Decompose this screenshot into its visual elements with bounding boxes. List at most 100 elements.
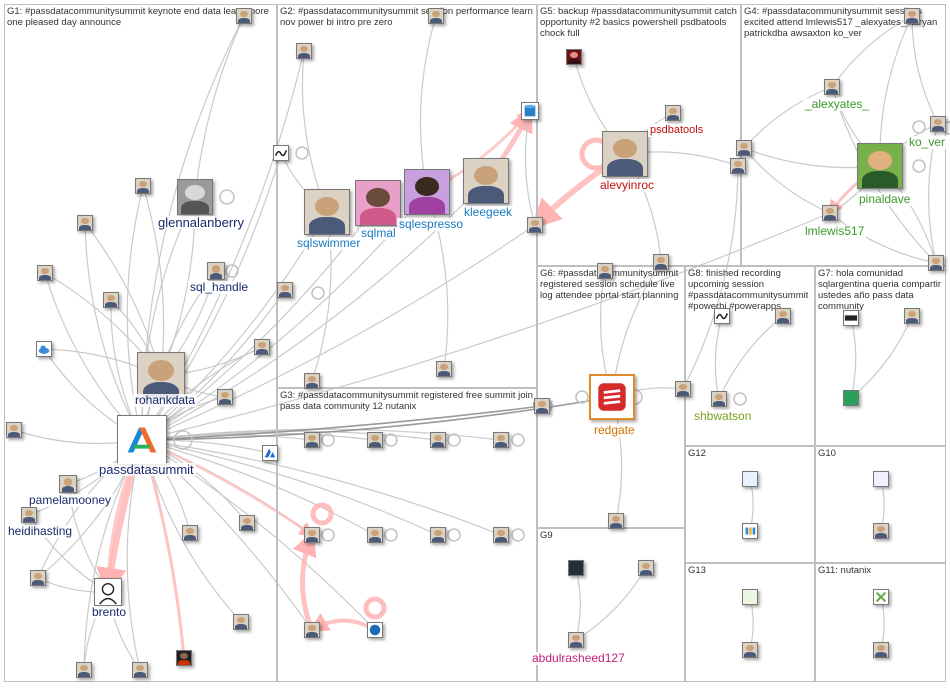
self-loop [448,529,460,541]
node-label-glennalanberry: glennalanberry [156,216,246,229]
avatar-face [371,530,379,536]
avatar-face [186,528,194,534]
avatar-face [415,177,440,197]
avatar-face [868,151,893,171]
avatar-n-g10b [873,523,889,539]
avatar-face [221,392,229,398]
avatar-body [495,442,506,448]
avatar-lmlewis517 [822,205,838,221]
avatar-body [137,188,148,194]
avatar-n-g13b [742,642,758,658]
node-label-rohankdata: rohankdata [133,394,197,407]
avatar-n-g1a [135,178,151,194]
avatar-face [148,360,174,381]
avatar-alevyinroc [602,131,648,177]
self-loop [220,190,234,204]
node-label-sqlmal: sqlmal [359,227,398,240]
avatar-n-g1c [37,265,53,281]
avatar-body [409,197,444,215]
avatar-n-g2d [428,8,444,24]
group-title-g3: G3: #passdatacommunitysummit registered … [280,390,538,412]
node-label-abdulrasheed127: abdulrasheed127 [530,652,627,665]
avatar-body [570,642,581,648]
avatar-n-g3c [430,432,446,448]
avatar-body [677,391,688,397]
edge [303,535,313,630]
avatar-body [536,408,547,414]
avatar-face [139,181,147,187]
avatar-n-g2a [296,43,312,59]
avatar-body [105,302,116,308]
squiggle-logo-icon [715,309,729,323]
avatar-pinaldave [857,143,903,189]
avatar-face [308,376,316,382]
avatar-body [738,150,749,156]
avatar-body [219,399,230,405]
avatar-body [438,371,449,377]
avatar-n-g5b [527,217,543,233]
avatar-face [366,188,391,208]
avatar-n-g6c [608,513,624,529]
avatar-face [180,653,188,659]
group-title-g8: G8: finished recording upcoming session … [688,268,814,312]
node-label-psdbatools: psdbatools [648,124,705,137]
avatar-face [10,425,18,431]
avatar-face [877,526,885,532]
node-label-lmlewis517: lmlewis517 [803,225,866,238]
avatar-body [906,318,917,324]
avatar-body [655,264,666,270]
edge [302,51,327,212]
avatar-body [32,580,43,586]
avatar-psdbatools [665,105,681,121]
avatar-n-g1m [76,662,92,678]
avatar-n-g1h [6,422,22,438]
node-label-alexyates: _alexyates_ [803,98,871,111]
aws-logo-icon [568,560,584,576]
redgate-logo-icon [591,376,633,418]
avatar-face [107,295,115,301]
avatar-body [824,215,835,221]
avatar-n-g4a [736,140,752,156]
node-label-pinaldave: pinaldave [857,193,912,206]
avatar-body [235,624,246,630]
avatar-n-g3f [304,527,320,543]
pass-text-logo-icon [844,311,858,325]
avatar-face [826,208,834,214]
avatar-face [474,166,499,186]
avatar-body [640,570,651,576]
avatar-face [734,161,742,167]
avatar-glennalanberry [177,179,213,215]
avatar-brento [94,578,122,606]
avatar-body [875,652,886,658]
avatar-body [432,537,443,543]
avatar-face [746,645,754,651]
avatar-face [497,530,505,536]
avatar-n-g5c [653,254,669,270]
edge [576,568,580,640]
self-loop [312,287,324,299]
avatar-heidihasting [21,507,37,523]
avatar-face [281,285,289,291]
edge [142,440,375,535]
avatar-body [430,18,441,24]
avatar-sql-handle [207,262,225,280]
avatar-n-g3a [304,432,320,448]
avatar-body [360,208,395,226]
node-label-brento: brento [90,606,128,619]
avatar-body [906,18,917,24]
avatar-body [930,265,941,271]
group-title-g7: G7: hola comunidad sqlargentina queria c… [818,268,946,312]
avatar-ko-ver [930,116,946,132]
avatar-face [877,645,885,651]
edge [851,318,856,398]
self-loop [734,393,746,405]
avatar-body [62,486,75,493]
avatar-face [371,435,379,441]
group-title-g10: G10 [818,448,938,459]
avatar-face [81,218,89,224]
avatar-body [309,217,344,235]
avatar-face [572,635,580,641]
avatar-face [657,257,665,263]
avatar-face [740,143,748,149]
nutanix-logo-icon [873,589,889,605]
